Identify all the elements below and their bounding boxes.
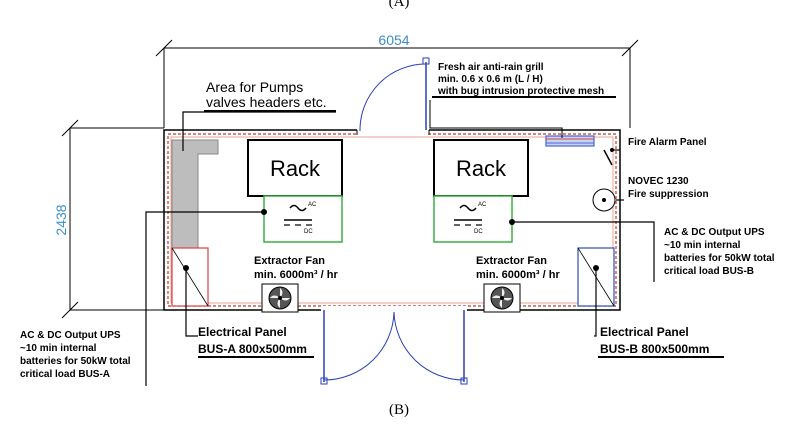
- svg-text:Fire suppression: Fire suppression: [628, 189, 709, 200]
- ups-b-unit: AC DC: [433, 195, 513, 243]
- rack-2: Rack: [433, 139, 529, 197]
- svg-text:batteries for 50kW total: batteries for 50kW total: [20, 356, 131, 367]
- novec-callout: NOVEC 1230 Fire suppression: [628, 176, 709, 200]
- ups-b-anchor-dot: [509, 219, 515, 225]
- svg-text:AC & DC Output UPS: AC & DC Output UPS: [664, 227, 765, 238]
- pumps-callout: Area for Pumps valves headers etc.: [206, 79, 327, 110]
- ups-a-ac-text: AC: [308, 202, 317, 208]
- svg-text:Electrical Panel: Electrical Panel: [198, 325, 287, 339]
- ups-a-unit: AC DC: [263, 195, 343, 243]
- fresh-air-grill: [545, 135, 595, 147]
- svg-text:NOVEC 1230: NOVEC 1230: [628, 176, 689, 187]
- svg-text:min. 0.6 x 0.6 m (L / H): min. 0.6 x 0.6 m (L / H): [438, 74, 543, 85]
- svg-text:min. 6000m³ / hr: min. 6000m³ / hr: [476, 269, 560, 281]
- width-dimension: [155, 39, 639, 128]
- novec-cylinder: [592, 188, 616, 212]
- bottom-double-door: [320, 306, 468, 385]
- svg-text:with bug intrusion protective: with bug intrusion protective mesh: [437, 86, 604, 97]
- panel-b-callout: Electrical Panel BUS-B 800x500mm: [600, 325, 709, 356]
- svg-text:~10 min internal: ~10 min internal: [20, 343, 97, 354]
- svg-text:batteries for 50kW total: batteries for 50kW total: [664, 253, 775, 264]
- svg-text:AC & DC Output UPS: AC & DC Output UPS: [20, 330, 121, 341]
- electrical-panel-a: [171, 247, 209, 307]
- height-dimension: [61, 119, 164, 319]
- panel-a-callout: Electrical Panel BUS-A 800x500mm: [198, 325, 307, 356]
- svg-text:valves headers etc.: valves headers etc.: [206, 94, 327, 110]
- ups-b-ac-text: AC: [478, 202, 487, 208]
- figure-caption: (B): [389, 402, 409, 418]
- container-walls: [163, 129, 621, 311]
- rack-2-label: Rack: [456, 156, 507, 181]
- extractor-fan-a: [261, 283, 299, 313]
- svg-text:Area for Pumps: Area for Pumps: [206, 79, 303, 95]
- svg-text:critical load BUS-A: critical load BUS-A: [20, 369, 110, 380]
- svg-text:critical load BUS-B: critical load BUS-B: [664, 266, 754, 277]
- svg-text:Extractor Fan: Extractor Fan: [254, 255, 325, 267]
- ups-a-dc-text: DC: [304, 229, 313, 235]
- height-dimension-label: 2438: [53, 204, 69, 235]
- width-dimension-label: 6054: [378, 32, 409, 48]
- ac-wave-icon: [459, 204, 477, 212]
- fan-blade-icon: [270, 288, 290, 308]
- svg-text:Fresh air anti-rain grill: Fresh air anti-rain grill: [438, 62, 544, 73]
- top-door: [356, 57, 430, 135]
- svg-text:Extractor Fan: Extractor Fan: [476, 255, 547, 267]
- rack-1: Rack: [247, 139, 343, 197]
- rack-1-label: Rack: [270, 156, 321, 181]
- ups-a-callout: AC & DC Output UPS ~10 min internal batt…: [20, 330, 131, 380]
- fire-alarm-callout: Fire Alarm Panel: [628, 137, 707, 148]
- svg-text:Electrical Panel: Electrical Panel: [600, 325, 689, 339]
- ups-b-dc-text: DC: [474, 229, 483, 235]
- svg-text:min. 6000m³ / hr: min. 6000m³ / hr: [254, 269, 338, 281]
- figure-top-mark: (A): [389, 0, 410, 10]
- svg-text:BUS-A 800x500mm: BUS-A 800x500mm: [198, 342, 307, 356]
- fan-b-callout: Extractor Fan min. 6000m³ / hr: [476, 255, 560, 281]
- fan-a-callout: Extractor Fan min. 6000m³ / hr: [254, 255, 338, 281]
- leader-lines: [145, 96, 724, 386]
- ac-wave-icon: [289, 204, 307, 212]
- ups-a-anchor-dot: [261, 209, 267, 215]
- fresh-air-callout: Fresh air anti-rain grill min. 0.6 x 0.6…: [437, 62, 604, 97]
- pump-area: [171, 139, 219, 249]
- extractor-fan-b: [483, 283, 521, 313]
- svg-text:~10 min internal: ~10 min internal: [664, 240, 741, 251]
- fan-blade-icon: [492, 288, 512, 308]
- svg-text:BUS-B 800x500mm: BUS-B 800x500mm: [600, 342, 709, 356]
- ups-b-callout: AC & DC Output UPS ~10 min internal batt…: [664, 227, 775, 277]
